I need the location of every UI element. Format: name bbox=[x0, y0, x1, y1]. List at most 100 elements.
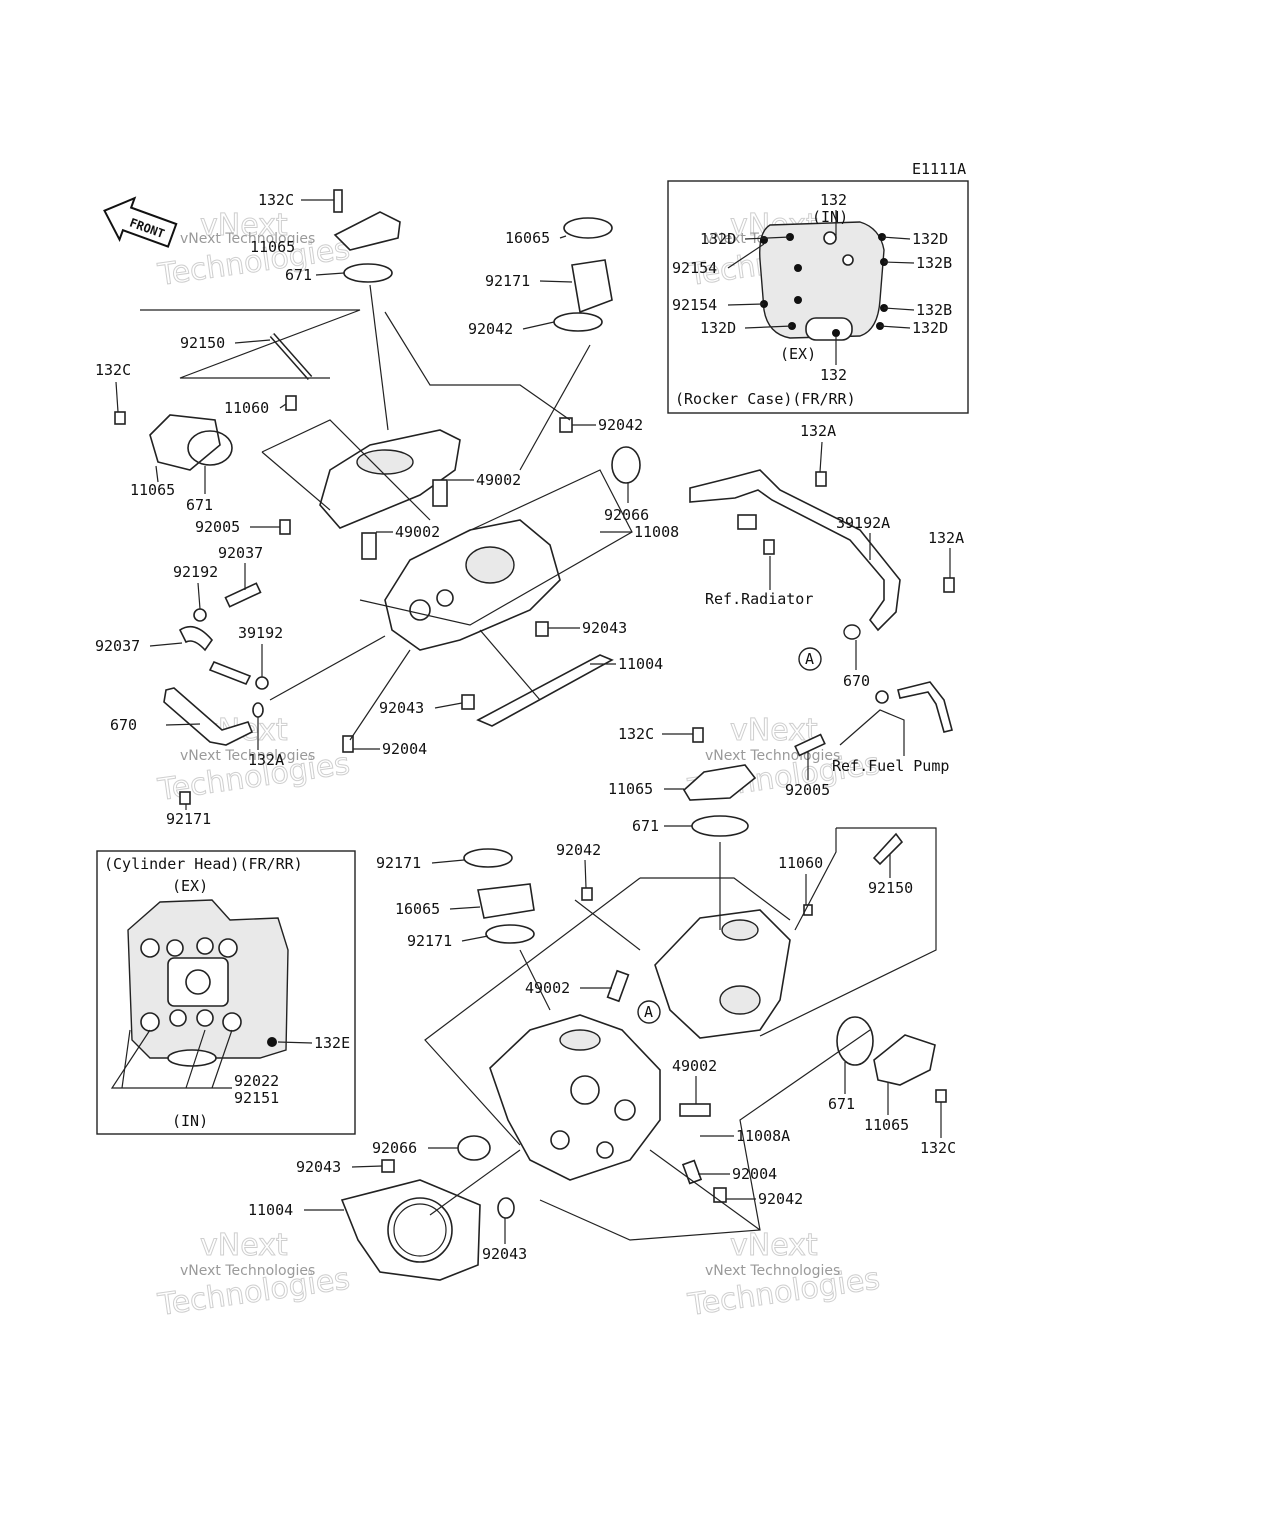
inset-cylinder-caption: (Cylinder Head)(FR/RR) bbox=[104, 855, 303, 873]
label-16065: 16065 bbox=[395, 900, 440, 918]
label-in: (IN) bbox=[172, 1112, 208, 1130]
label-11004: 11004 bbox=[618, 655, 663, 673]
label-92154: 92154 bbox=[672, 259, 717, 277]
label-132D: 132D bbox=[700, 319, 736, 337]
water-pipe-icon bbox=[689, 469, 901, 632]
label-132B: 132B bbox=[916, 254, 952, 272]
water-pipe-icon bbox=[163, 687, 254, 746]
label-132A: 132A bbox=[928, 529, 964, 547]
label-92151: 92151 bbox=[234, 1089, 279, 1107]
label-92005: 92037 bbox=[218, 544, 263, 562]
label-92150: 92150 bbox=[868, 879, 913, 897]
svg-text:vNext Technologies: vNext Technologies bbox=[705, 748, 840, 764]
label-92042: 92042 bbox=[556, 841, 601, 859]
rocker-case-icon bbox=[319, 429, 461, 529]
label-132C: 132C bbox=[618, 725, 654, 743]
label-11065: 11065 bbox=[130, 481, 175, 499]
label-92154: 92154 bbox=[672, 296, 717, 314]
svg-text:vNext Technologies: vNext Technologies bbox=[180, 1263, 315, 1279]
watermark-bottom-right: vNext Technologies vNext Technologies bbox=[685, 1228, 883, 1324]
label-39192: 670 bbox=[110, 716, 137, 734]
valve-cover-icon bbox=[333, 211, 401, 251]
label-132A: 132A bbox=[800, 422, 836, 440]
label-92004: 92004 bbox=[732, 1165, 777, 1183]
ref-fuel-pump: Ref.Fuel Pump bbox=[832, 757, 949, 775]
label-92150: 92150 bbox=[180, 334, 225, 352]
label-92042: 92042 bbox=[598, 416, 643, 434]
label-in: (IN) bbox=[812, 208, 848, 226]
label-671: 671 bbox=[285, 266, 312, 284]
label-92042: 92005 bbox=[195, 518, 240, 536]
label-671: 671 bbox=[632, 817, 659, 835]
label-132: 132 bbox=[820, 366, 847, 384]
fuel-hose-icon bbox=[897, 681, 953, 733]
inset-rocker-case: 132 (IN) 132D 132D 92154 92154 132B 132B… bbox=[667, 180, 969, 414]
label-92004: 92004 bbox=[382, 740, 427, 758]
svg-text:vNext: vNext bbox=[200, 208, 288, 243]
label-11065: 11065 bbox=[250, 238, 295, 256]
label-11008: 11008 bbox=[634, 523, 679, 541]
label-132A: 92171 bbox=[166, 810, 211, 828]
label-11065: 11065 bbox=[608, 780, 653, 798]
hose-icon bbox=[178, 625, 214, 652]
front-cylinder-assembly: 132C 11065 671 92150 132C 11060 11065 67… bbox=[95, 189, 964, 837]
label-92043: 92043 bbox=[582, 619, 627, 637]
inset-rocker-caption: (Rocker Case)(FR/RR) bbox=[675, 390, 856, 408]
label-92066: 92066 bbox=[372, 1139, 417, 1157]
ref-radiator: Ref.Radiator bbox=[705, 590, 813, 608]
label-92171: 16065 bbox=[505, 229, 550, 247]
label-49002: 49002 bbox=[476, 471, 521, 489]
label-49002: 49002 bbox=[525, 979, 570, 997]
inset-cylinder-head: (Cylinder Head)(FR/RR) (EX) 132E 92022 9… bbox=[96, 850, 356, 1135]
rear-cylinder-assembly: A 92171 16065 92171 92042 11060 92150 49… bbox=[248, 827, 956, 1281]
label-11060: 11060 bbox=[224, 399, 269, 417]
label-92043: 92043 bbox=[482, 1245, 527, 1263]
diagram-code: E1111A bbox=[912, 160, 966, 178]
pipe-icon bbox=[208, 660, 252, 686]
label-39192A: 39192A bbox=[836, 514, 890, 532]
svg-text:vNext Technologies: vNext Technologies bbox=[180, 748, 315, 764]
svg-text:vNext Technologies: vNext Technologies bbox=[705, 1263, 840, 1279]
label-92171: 92042 bbox=[468, 320, 513, 338]
label-92171: 92171 bbox=[376, 854, 421, 872]
label-49002: 49002 bbox=[672, 1057, 717, 1075]
label-ex: (EX) bbox=[780, 345, 816, 363]
svg-text:vNext: vNext bbox=[730, 1228, 818, 1263]
label-92022: 92022 bbox=[234, 1072, 279, 1090]
marker-a: A bbox=[644, 1003, 653, 1021]
label-132C: 132C bbox=[920, 1139, 956, 1157]
label-92042: 92042 bbox=[758, 1190, 803, 1208]
label-92043: 92043 bbox=[379, 699, 424, 717]
label-16065: 92171 bbox=[485, 272, 530, 290]
label-11060: 11060 bbox=[778, 854, 823, 872]
label-92005: 92005 bbox=[785, 781, 830, 799]
svg-text:vNext: vNext bbox=[200, 1228, 288, 1263]
label-92043: 92043 bbox=[296, 1158, 341, 1176]
intake-duct-icon bbox=[571, 259, 613, 314]
marker-a: A bbox=[805, 650, 814, 668]
label-11004: 11004 bbox=[248, 1201, 293, 1219]
label-92192: 92037 bbox=[95, 637, 140, 655]
label-11065: 11065 bbox=[864, 1116, 909, 1134]
label-ex: (EX) bbox=[172, 877, 208, 895]
valve-cover-icon bbox=[873, 1034, 936, 1086]
label-92171: 92171 bbox=[407, 932, 452, 950]
front-arrow-icon: FRONT bbox=[103, 196, 178, 248]
label-132D: 132D bbox=[912, 319, 948, 337]
label-671: 671 bbox=[186, 496, 213, 514]
label-670: 132A bbox=[248, 751, 284, 769]
label-132: 132 bbox=[820, 191, 847, 209]
label-132D: 132D bbox=[700, 230, 736, 248]
cylinder-head-icon bbox=[384, 519, 561, 651]
label-92037: 39192 bbox=[238, 624, 283, 642]
watermark-bottom-left: vNext Technologies vNext Technologies bbox=[155, 1228, 353, 1324]
valve-cover-icon bbox=[149, 414, 221, 471]
label-132E: 132E bbox=[314, 1034, 350, 1052]
intake-duct-icon bbox=[477, 883, 535, 919]
label-132B: 132B bbox=[916, 301, 952, 319]
label-132C: 132C bbox=[258, 191, 294, 209]
svg-text:vNext Technologies: vNext Technologies bbox=[180, 231, 315, 247]
label-92037: 92192 bbox=[173, 563, 218, 581]
valve-cover-icon bbox=[682, 764, 757, 801]
